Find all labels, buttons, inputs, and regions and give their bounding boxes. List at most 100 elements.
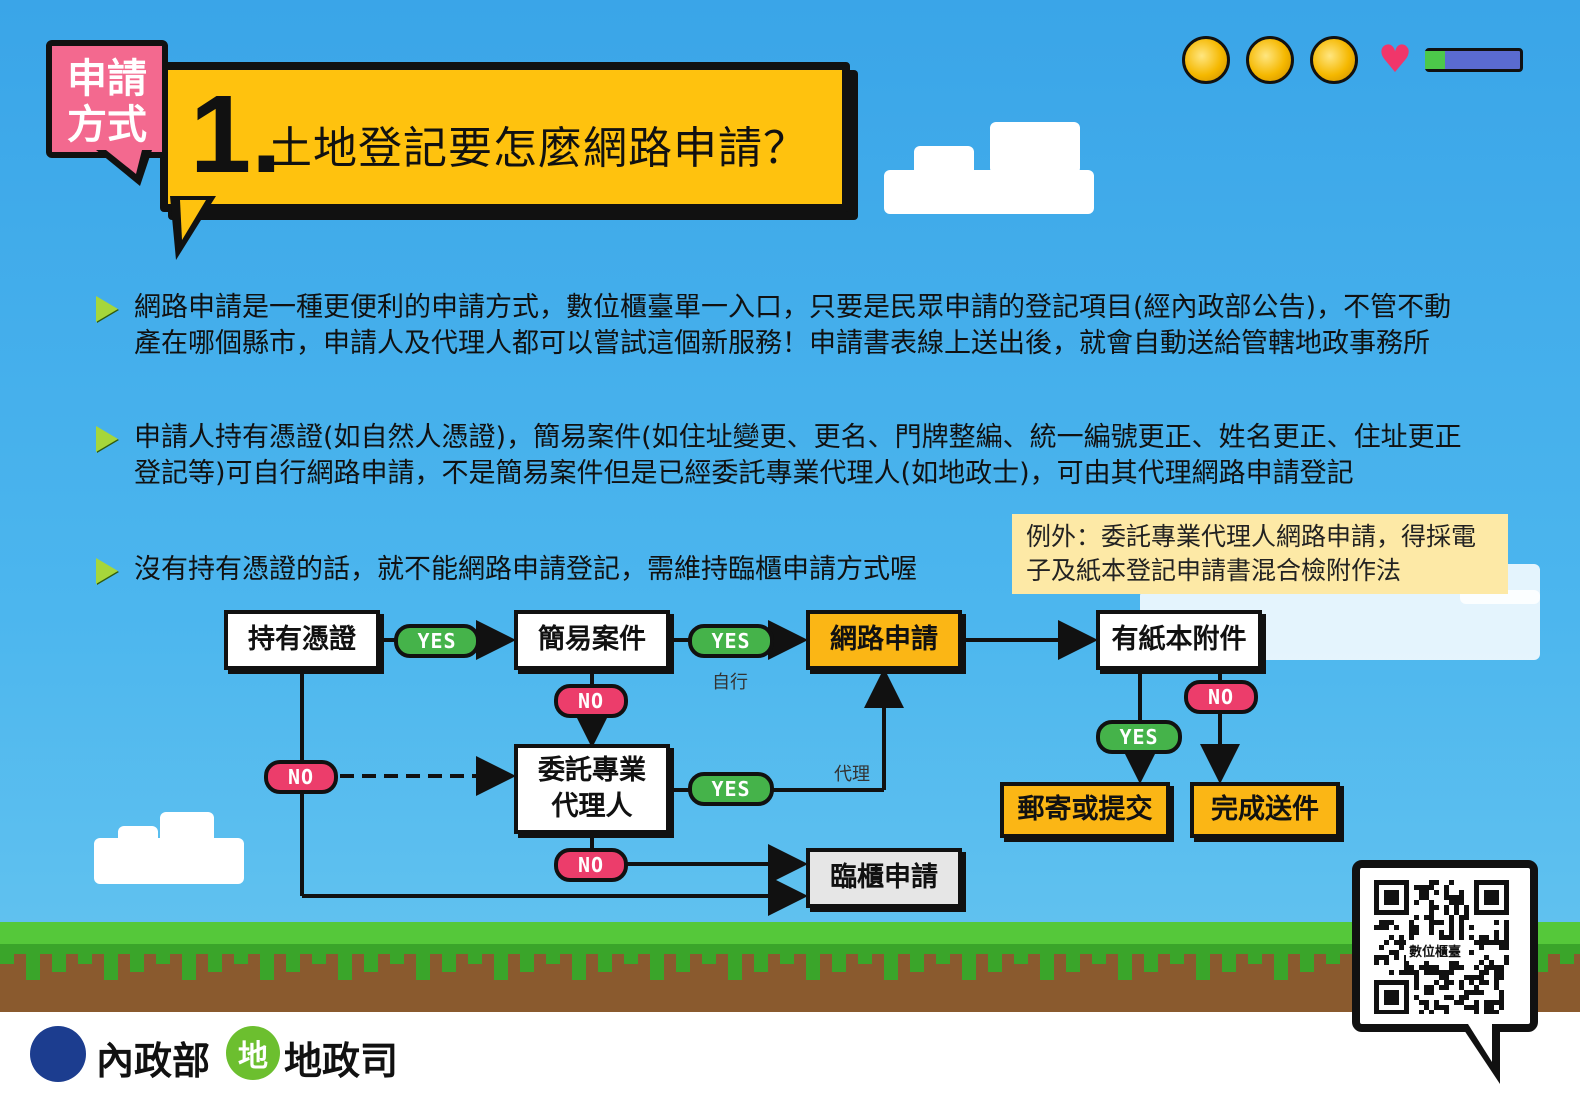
dirt-block bbox=[1300, 954, 1314, 972]
health-bar-fill bbox=[1425, 51, 1445, 69]
moi-logo-text: 內政部 bbox=[96, 1038, 211, 1083]
dirt-block bbox=[702, 954, 716, 964]
land-dept-logo-text: 地政司 bbox=[284, 1038, 399, 1083]
cloud bbox=[884, 170, 1094, 214]
dirt-block bbox=[208, 954, 222, 972]
land-dept-logo-icon: 地 bbox=[226, 1026, 280, 1080]
yes-pill: YES bbox=[1096, 720, 1182, 754]
dirt-block bbox=[390, 954, 404, 964]
dirt-block bbox=[754, 954, 768, 972]
dirt-block bbox=[52, 954, 66, 972]
method-tag: 申請 方式 bbox=[46, 40, 168, 158]
dirt-block bbox=[520, 954, 534, 972]
node-agent: 委託專業 代理人 bbox=[514, 744, 670, 834]
dirt-block bbox=[910, 954, 924, 972]
dirt-block bbox=[832, 954, 846, 972]
node-online-application: 網路申請 bbox=[806, 610, 962, 670]
dirt-block bbox=[806, 954, 820, 980]
dirt-block bbox=[1222, 954, 1236, 972]
dirt-block bbox=[858, 954, 872, 964]
dirt-block bbox=[104, 954, 118, 980]
bullet-item: 網路申請是一種更便利的申請方式，數位櫃臺單一入口，只要是民眾申請的登記項目(經內… bbox=[96, 290, 1476, 362]
no-pill: NO bbox=[554, 684, 628, 718]
node-certificate: 持有憑證 bbox=[224, 610, 380, 670]
coin-icon bbox=[1246, 36, 1294, 84]
bullet-item: 申請人持有憑證(如自然人憑證)，簡易案件(如住址變更、更名、門牌整編、統一編號更… bbox=[96, 420, 1476, 492]
dirt-block bbox=[572, 954, 586, 980]
arrow-bullet-icon bbox=[96, 426, 118, 452]
dirt-block bbox=[1326, 954, 1340, 964]
cloud bbox=[94, 838, 244, 884]
qr-label: 數位櫃臺 bbox=[1406, 940, 1465, 961]
yes-pill: YES bbox=[688, 624, 774, 658]
grass bbox=[0, 922, 1580, 944]
no-pill: NO bbox=[264, 760, 338, 794]
dirt-block bbox=[936, 954, 950, 964]
dirt-block bbox=[364, 954, 378, 972]
cloud bbox=[160, 812, 214, 844]
dirt-block bbox=[1560, 954, 1574, 964]
dirt-block bbox=[468, 954, 482, 964]
page-title: 土地登記要怎麼網路申請？ bbox=[268, 123, 808, 174]
bubble-tail-icon bbox=[170, 196, 216, 260]
dirt-block bbox=[156, 954, 170, 964]
grass-edge bbox=[0, 944, 1580, 954]
cloud bbox=[118, 826, 158, 846]
node-complete: 完成送件 bbox=[1190, 782, 1340, 838]
dirt-block bbox=[676, 954, 690, 972]
dirt-block bbox=[1066, 954, 1080, 972]
dirt-block bbox=[1014, 954, 1028, 964]
dirt-block bbox=[1040, 954, 1054, 980]
dirt-block bbox=[416, 954, 430, 980]
dirt-block bbox=[234, 954, 248, 964]
dirt-block bbox=[0, 954, 14, 964]
dirt-block bbox=[182, 954, 196, 980]
dirt-block bbox=[286, 954, 300, 972]
dirt-block bbox=[1170, 954, 1184, 964]
bullet-item: 沒有持有憑證的話，就不能網路申請登記，需維持臨櫃申請方式喔 bbox=[96, 552, 996, 588]
cloud bbox=[990, 122, 1080, 174]
qr-bubble-tail-icon bbox=[1460, 1024, 1500, 1084]
dirt-block bbox=[546, 954, 560, 964]
dirt-block bbox=[884, 954, 898, 980]
no-pill: NO bbox=[554, 848, 628, 882]
dirt-block bbox=[988, 954, 1002, 972]
dirt-block bbox=[962, 954, 976, 980]
yes-pill: YES bbox=[394, 624, 480, 658]
self-label: 自行 bbox=[712, 672, 748, 693]
dirt-block bbox=[1118, 954, 1132, 980]
dirt-block bbox=[650, 954, 664, 980]
dirt-block bbox=[312, 954, 326, 964]
node-mail-or-submit: 郵寄或提交 bbox=[1000, 782, 1170, 838]
arrow-bullet-icon bbox=[96, 558, 118, 584]
arrow-bullet-icon bbox=[96, 296, 118, 322]
agent-label: 代理 bbox=[834, 764, 870, 785]
dirt-block bbox=[1248, 954, 1262, 964]
yes-pill: YES bbox=[688, 772, 774, 806]
dirt-block bbox=[338, 954, 352, 980]
dirt-block bbox=[1196, 954, 1210, 980]
method-tag-label: 申請 方式 bbox=[67, 56, 147, 148]
dirt-block bbox=[260, 954, 274, 980]
title-bubble bbox=[160, 62, 850, 212]
dirt-block bbox=[442, 954, 456, 972]
dirt-block bbox=[494, 954, 508, 980]
dirt-block bbox=[1144, 954, 1158, 972]
dirt-block bbox=[728, 954, 742, 980]
node-simple-case: 簡易案件 bbox=[514, 610, 670, 670]
dirt-block bbox=[624, 954, 638, 964]
dirt-block bbox=[1274, 954, 1288, 980]
bullet-text: 申請人持有憑證(如自然人憑證)，簡易案件(如住址變更、更名、門牌整編、統一編號更… bbox=[134, 422, 1462, 489]
dirt-block bbox=[130, 954, 144, 972]
dirt-block bbox=[1092, 954, 1106, 964]
dirt-block bbox=[598, 954, 612, 972]
dirt-block bbox=[780, 954, 794, 964]
title-number: 1. bbox=[190, 73, 282, 196]
node-paper-attachment: 有紙本附件 bbox=[1096, 610, 1262, 670]
heart-icon: ♥ bbox=[1378, 37, 1413, 81]
cloud bbox=[914, 146, 974, 176]
dirt-block bbox=[26, 954, 40, 980]
moi-logo-icon bbox=[30, 1026, 86, 1082]
coin-icon bbox=[1182, 36, 1230, 84]
